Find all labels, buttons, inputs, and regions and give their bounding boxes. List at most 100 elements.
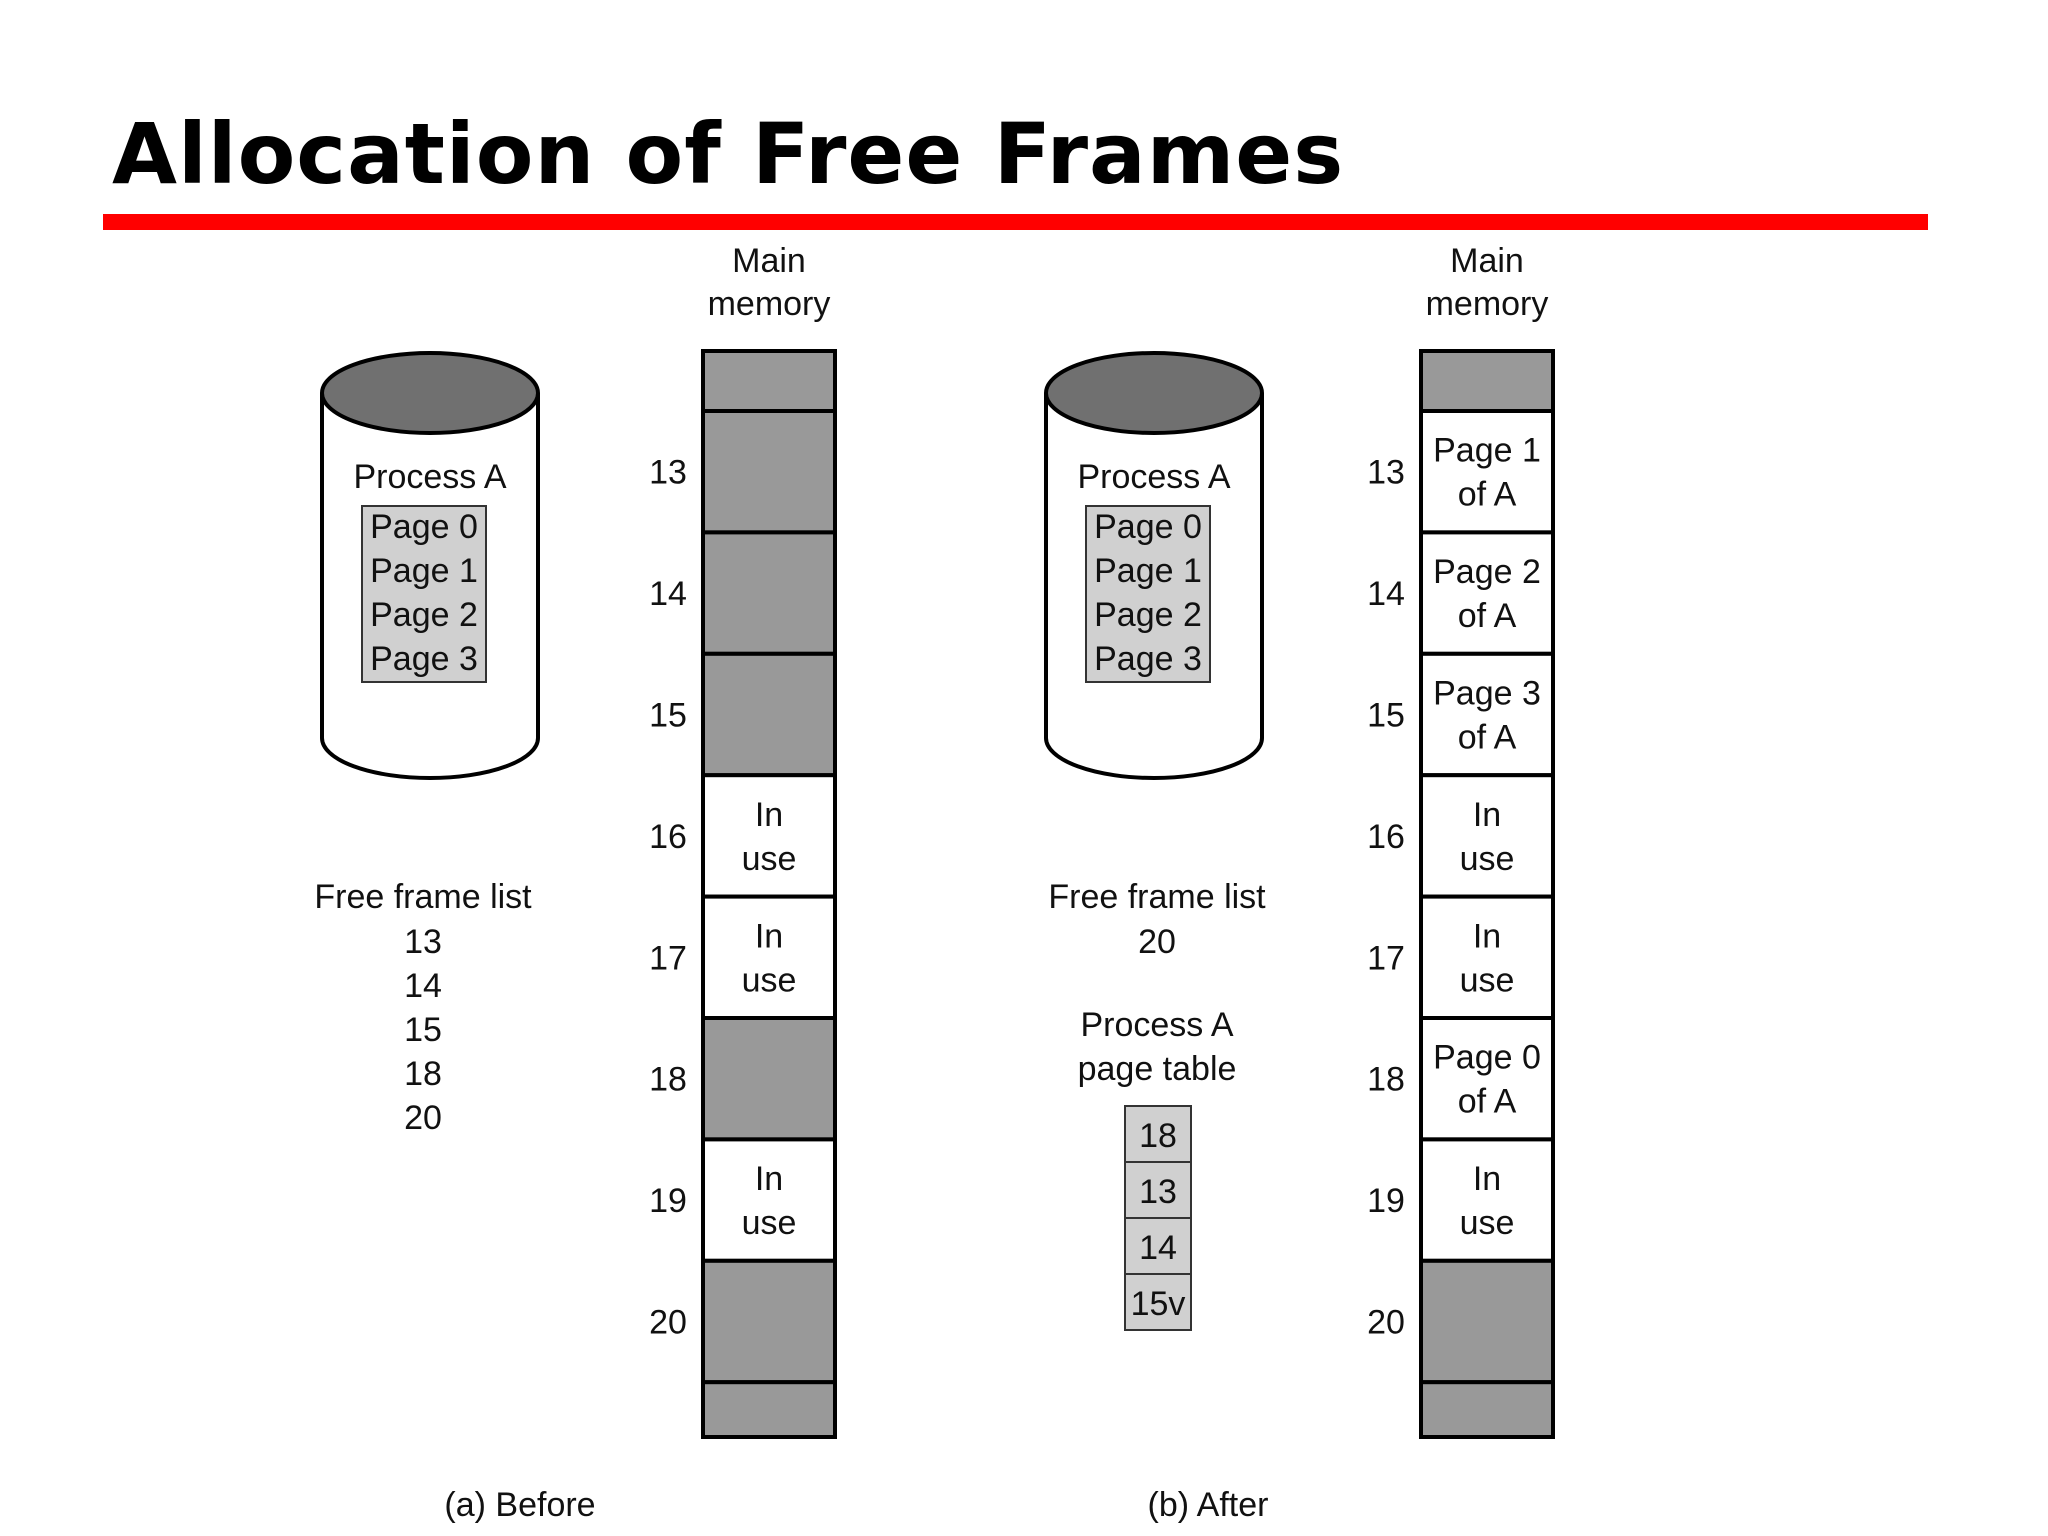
page-label: Page 3 bbox=[1094, 640, 1202, 678]
frame-content: Page 0 bbox=[1433, 1039, 1541, 1077]
memory-frame bbox=[1419, 651, 1555, 778]
memory-frame bbox=[701, 773, 837, 899]
page-table-title: page table bbox=[1078, 1050, 1237, 1088]
frame-content: In bbox=[1473, 917, 1501, 955]
frame-content: Page 1 bbox=[1433, 432, 1541, 470]
frame-content: Page 2 bbox=[1433, 553, 1541, 591]
frame-number: 13 bbox=[1367, 454, 1405, 492]
memory-frame bbox=[1419, 773, 1555, 899]
memory-frame bbox=[1419, 1258, 1555, 1385]
frame-content: In bbox=[1473, 796, 1501, 834]
memory-frame bbox=[701, 1380, 837, 1439]
process-label: Process A bbox=[353, 458, 506, 496]
free-list-item: 14 bbox=[404, 967, 442, 1005]
memory-header: Main bbox=[732, 242, 806, 280]
free-list-item: 20 bbox=[1138, 923, 1176, 961]
frame-number: 20 bbox=[649, 1304, 687, 1342]
memory-header: Main bbox=[1450, 242, 1524, 280]
frame-number: 13 bbox=[649, 454, 687, 492]
free-list-item: 15 bbox=[404, 1011, 442, 1049]
memory-frame bbox=[1419, 1380, 1555, 1439]
free-list-title: Free frame list bbox=[1048, 878, 1266, 916]
frame-number: 17 bbox=[1367, 939, 1405, 977]
frame-number: 18 bbox=[1367, 1061, 1405, 1099]
page-label: Page 2 bbox=[370, 596, 478, 634]
page-table-title: Process A bbox=[1080, 1006, 1233, 1044]
page-table-value: 18 bbox=[1139, 1117, 1177, 1155]
frame-content: In bbox=[755, 796, 783, 834]
frame-content: of A bbox=[1458, 719, 1517, 757]
frame-content: Page 3 bbox=[1433, 675, 1541, 713]
memory-frame bbox=[701, 1258, 837, 1385]
free-list-item: 20 bbox=[404, 1099, 442, 1137]
cylinder-top bbox=[320, 351, 540, 435]
process-label: Process A bbox=[1077, 458, 1230, 496]
slide-title: Allocation of Free Frames bbox=[112, 105, 1345, 203]
page-label: Page 3 bbox=[370, 640, 478, 678]
frame-content: In bbox=[755, 917, 783, 955]
frame-content: In bbox=[1473, 1160, 1501, 1198]
frame-number: 17 bbox=[649, 939, 687, 977]
memory-header: memory bbox=[708, 285, 831, 323]
frame-number: 15 bbox=[1367, 697, 1405, 735]
page-box bbox=[361, 505, 487, 683]
disk-cylinder: Process A Page 0 Page 1 Page 2 Page 3 bbox=[320, 351, 540, 780]
memory-frame bbox=[1419, 1137, 1555, 1263]
frame-content: In bbox=[755, 1160, 783, 1198]
page-table-cell bbox=[1124, 1161, 1192, 1219]
frame-content: use bbox=[1460, 840, 1515, 878]
page-label: Page 2 bbox=[1094, 596, 1202, 634]
page-label: Page 0 bbox=[1094, 508, 1202, 546]
panel-caption: (a) Before bbox=[444, 1486, 595, 1524]
free-frame-list: Free frame list 20 bbox=[1048, 878, 1266, 961]
memory-frame bbox=[1419, 894, 1555, 1020]
page-table-value: 14 bbox=[1139, 1229, 1177, 1267]
page-table-cell bbox=[1124, 1217, 1192, 1275]
page-label: Page 1 bbox=[370, 552, 478, 590]
frame-number: 20 bbox=[1367, 1304, 1405, 1342]
frame-content: of A bbox=[1458, 1083, 1517, 1121]
frame-content: use bbox=[742, 1204, 797, 1242]
memory-frame bbox=[701, 530, 837, 656]
disk-cylinder: Process A Page 0 Page 1 Page 2 Page 3 bbox=[1044, 351, 1264, 780]
memory-frame bbox=[1419, 1016, 1555, 1142]
page-table-value: 15v bbox=[1131, 1285, 1186, 1323]
frame-number: 18 bbox=[649, 1061, 687, 1099]
page-label: Page 0 bbox=[370, 508, 478, 546]
memory-frame bbox=[1419, 530, 1555, 656]
page-label: Page 1 bbox=[1094, 552, 1202, 590]
page-table-value: 13 bbox=[1139, 1173, 1177, 1211]
page-table-cell bbox=[1124, 1273, 1192, 1331]
title-rule bbox=[103, 214, 1928, 230]
cylinder-top bbox=[1044, 351, 1264, 435]
frame-content: of A bbox=[1458, 476, 1517, 514]
memory-frame bbox=[701, 1137, 837, 1263]
memory-frame bbox=[701, 409, 837, 535]
frame-number: 16 bbox=[649, 818, 687, 856]
free-list-title: Free frame list bbox=[314, 878, 532, 916]
frame-content: use bbox=[742, 961, 797, 999]
frame-content: of A bbox=[1458, 597, 1517, 635]
memory-frame bbox=[1419, 349, 1555, 413]
memory-header: memory bbox=[1426, 285, 1549, 323]
memory-frame bbox=[701, 1016, 837, 1142]
frame-number: 14 bbox=[649, 575, 687, 613]
frame-number: 15 bbox=[649, 697, 687, 735]
panel-caption: (b) After bbox=[1148, 1486, 1269, 1524]
memory-frame bbox=[701, 349, 837, 413]
page-table: Process A page table 18 13 14 15v bbox=[1078, 1006, 1237, 1331]
frame-content: use bbox=[742, 840, 797, 878]
memory-frame bbox=[1419, 409, 1555, 535]
frame-number: 19 bbox=[649, 1182, 687, 1220]
free-list-item: 18 bbox=[404, 1055, 442, 1093]
frame-content: use bbox=[1460, 1204, 1515, 1242]
frame-number: 14 bbox=[1367, 575, 1405, 613]
frame-number: 16 bbox=[1367, 818, 1405, 856]
frame-content: use bbox=[1460, 961, 1515, 999]
